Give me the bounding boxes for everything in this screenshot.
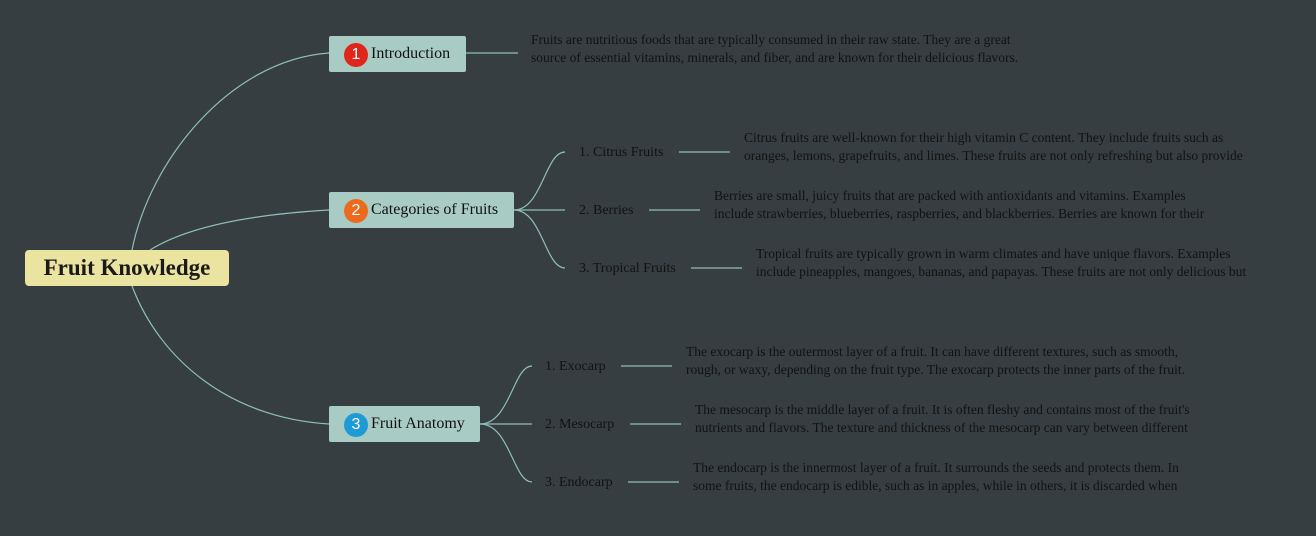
note-tropical-fruits: Tropical fruits are typically grown in w… bbox=[756, 246, 1247, 279]
subtopic-tropical-fruits[interactable]: 3. Tropical Fruits bbox=[579, 261, 676, 276]
note-citrus-fruits: Citrus fruits are well-known for their h… bbox=[744, 130, 1243, 163]
link-categories-tropical bbox=[513, 209, 566, 269]
topic-label: Categories of Fruits bbox=[371, 201, 499, 218]
topic-introduction[interactable]: 1 Introduction bbox=[329, 36, 466, 72]
root-topic-label: Fruit Knowledge bbox=[43, 255, 211, 280]
note-endocarp: The endocarp is the innermost layer of a… bbox=[693, 460, 1179, 493]
note-berries: Berries are small, juicy fruits that are… bbox=[714, 188, 1205, 221]
link-root-categories bbox=[149, 209, 330, 251]
subtopic-berries[interactable]: 2. Berries bbox=[579, 203, 634, 218]
link-anatomy-endocarp bbox=[479, 423, 533, 483]
note-introduction: Fruits are nutritious foods that are typ… bbox=[531, 32, 1019, 65]
subtopic-citrus-fruits[interactable]: 1. Citrus Fruits bbox=[579, 145, 664, 160]
link-anatomy-exocarp bbox=[479, 365, 533, 425]
note-exocarp: The exocarp is the outermost layer of a … bbox=[686, 344, 1185, 377]
subtopic-mesocarp[interactable]: 2. Mesocarp bbox=[545, 417, 615, 432]
priority-1-icon: 1 bbox=[344, 43, 368, 67]
priority-2-icon: 2 bbox=[344, 199, 368, 223]
topic-categories-of-fruits[interactable]: 2 Categories of Fruits bbox=[329, 192, 514, 228]
topic-fruit-anatomy[interactable]: 3 Fruit Anatomy bbox=[329, 406, 480, 442]
link-categories-citrus bbox=[513, 151, 566, 211]
note-mesocarp: The mesocarp is the middle layer of a fr… bbox=[695, 402, 1190, 435]
subtopic-endocarp[interactable]: 3. Endocarp bbox=[545, 475, 613, 490]
link-root-anatomy bbox=[131, 285, 330, 425]
link-root-introduction bbox=[131, 52, 330, 251]
topic-label: Fruit Anatomy bbox=[371, 415, 465, 432]
subtopic-exocarp[interactable]: 1. Exocarp bbox=[545, 359, 606, 374]
topic-label: Introduction bbox=[371, 45, 451, 62]
root-topic[interactable]: Fruit Knowledge bbox=[25, 250, 229, 286]
priority-3-icon: 3 bbox=[344, 413, 368, 437]
